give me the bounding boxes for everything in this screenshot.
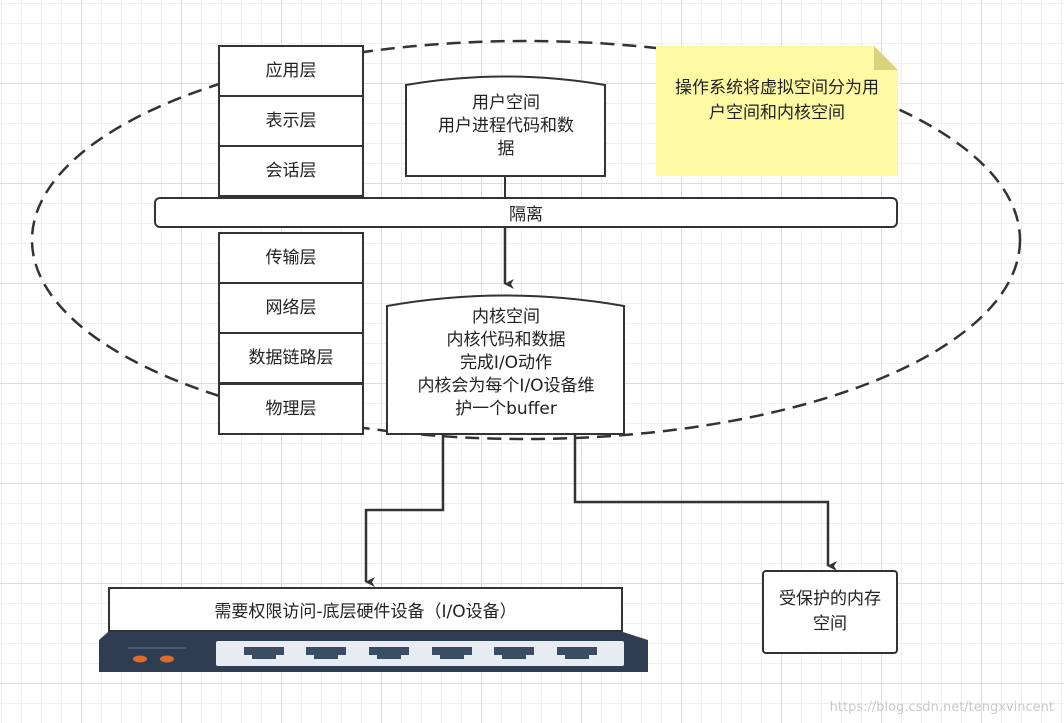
- kernel-space-desc-line: 护一个buffer: [455, 398, 557, 419]
- hardware-device-label: 需要权限访问-底层硬件设备（I/O设备）: [214, 602, 517, 622]
- user-space-desc-line: 用户进程代码和数: [438, 115, 574, 136]
- layer-session: 会话层: [218, 145, 364, 197]
- layer-label: 会话层: [265, 160, 317, 181]
- watermark: https://blog.csdn.net/tengxvincent: [829, 700, 1054, 715]
- protected-memory-box: 受保护的内存空间: [762, 570, 898, 654]
- layer-label: 物理层: [265, 398, 317, 419]
- kernel-space-desc-line: 内核会为每个I/O设备维: [417, 375, 595, 396]
- layer-label: 应用层: [265, 60, 317, 81]
- layer-application: 应用层: [218, 45, 364, 97]
- virtual-space-ellipse: [30, 39, 1022, 441]
- isolation-label: 隔离: [509, 205, 543, 225]
- layer-data-link: 数据链路层: [218, 332, 364, 384]
- layer-physical: 物理层: [218, 383, 364, 435]
- sticky-note-text: 操作系统将虚拟空间分为用户空间和内核空间: [675, 78, 879, 123]
- isolation-bar: 隔离: [154, 197, 898, 228]
- layer-presentation: 表示层: [218, 95, 364, 147]
- user-space-title: 用户空间: [472, 92, 540, 113]
- layer-label: 表示层: [265, 110, 317, 131]
- kernel-space-desc-line: 完成I/O动作: [459, 352, 553, 373]
- layer-transport: 传输层: [218, 232, 364, 284]
- network-switch-icon: [99, 632, 648, 672]
- layer-label: 数据链路层: [248, 347, 334, 368]
- kernel-to-hardware-arrow: [364, 434, 445, 587]
- kernel-space-shape: [386, 294, 625, 435]
- protected-memory-label: 受保护的内存空间: [779, 589, 881, 634]
- user-space-desc-line: 据: [497, 138, 515, 159]
- hardware-device-box: 需要权限访问-底层硬件设备（I/O设备）: [108, 587, 623, 632]
- sticky-note: 操作系统将虚拟空间分为用户空间和内核空间: [656, 46, 898, 176]
- kernel-to-protected-arrow: [573, 434, 837, 571]
- layer-label: 传输层: [265, 247, 317, 268]
- user-space-shape: [405, 75, 606, 177]
- kernel-space-desc-line: 内核代码和数据: [446, 329, 566, 350]
- layer-label: 网络层: [265, 297, 317, 318]
- kernel-space-box: 内核空间 内核代码和数据 完成I/O动作 内核会为每个I/O设备维 护一个buf…: [387, 303, 625, 423]
- kernel-space-title: 内核空间: [472, 306, 540, 327]
- user-space-box: 用户空间 用户进程代码和数 据: [406, 86, 606, 166]
- layer-network: 网络层: [218, 282, 364, 334]
